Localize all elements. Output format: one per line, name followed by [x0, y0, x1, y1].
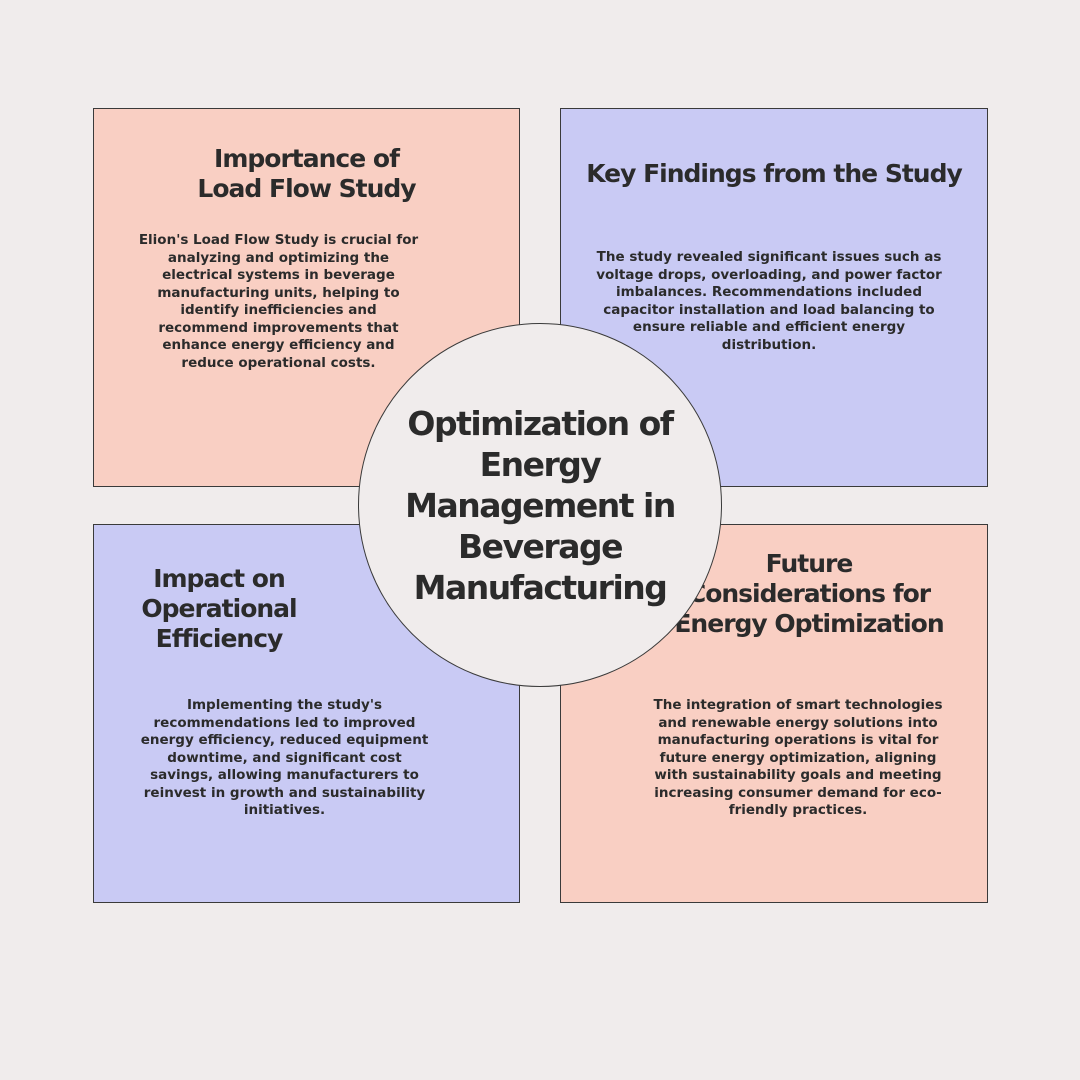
card-body: Elion's Load Flow Study is crucial for a… — [138, 232, 419, 371]
card-title: Key Findings from the Study — [586, 159, 963, 188]
card-importance-of-load-flow-study: Importance of Load Flow Study Elion's Lo… — [93, 108, 520, 487]
center-circle: Optimization of Energy Management in Bev… — [358, 323, 722, 687]
card-title: Future Considerations for Energy Optimiz… — [674, 549, 944, 638]
card-title: Impact on Operational Efficiency — [141, 564, 297, 653]
card-body: Implementing the study's recommendations… — [140, 697, 429, 818]
center-title: Optimization of Energy Management in Bev… — [405, 403, 676, 607]
card-title: Importance of Load Flow Study — [197, 144, 416, 203]
card-body: The integration of smart technologies an… — [653, 697, 943, 818]
card-body: The study revealed significant issues su… — [596, 249, 942, 353]
